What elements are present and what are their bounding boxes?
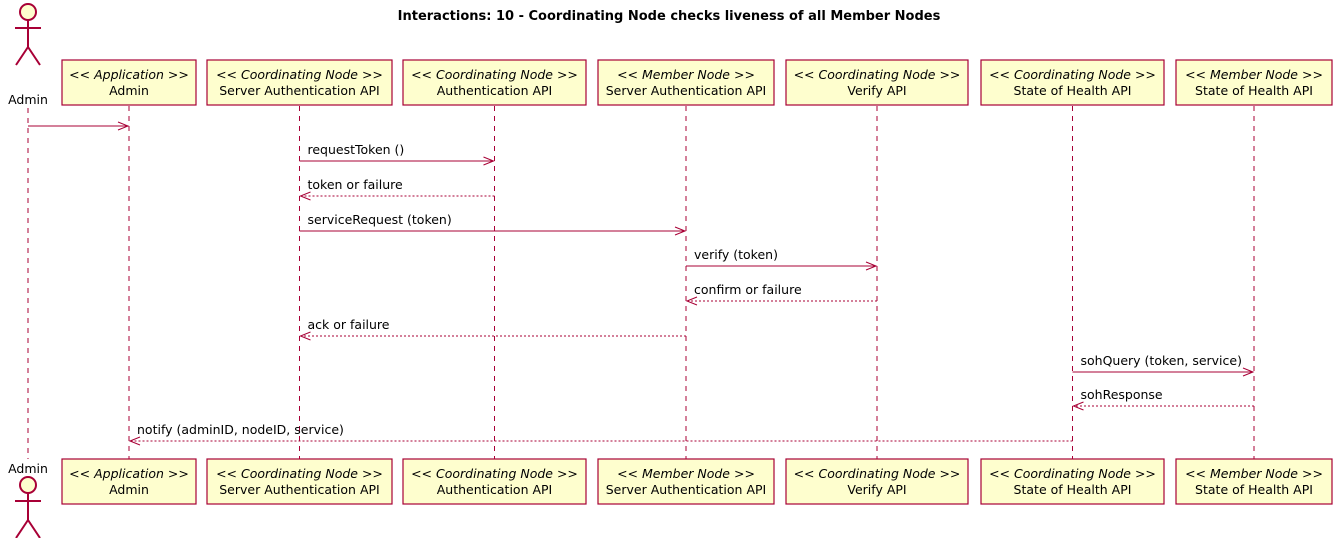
arrowhead-icon [685,296,698,306]
participant-box [597,458,775,505]
participant-bottom: << Coordinating Node >>Authentication AP… [402,458,587,505]
participant-box [402,458,587,505]
participant-stereotype: << Coordinating Node >> [989,466,1156,481]
participant-top: << Coordinating Node >>State of Health A… [980,59,1165,106]
actor-top: Admin [8,3,48,107]
message: token or failure [299,177,495,201]
actor-label: Admin [8,461,48,476]
participant-stereotype: << Coordinating Node >> [411,67,578,82]
participant-stereotype: << Coordinating Node >> [989,67,1156,82]
arrowhead-icon [865,261,878,271]
participant-stereotype: << Member Node >> [617,67,755,82]
participant-box [402,59,587,106]
participant-top: << Coordinating Node >>Server Authentica… [206,59,393,106]
participant-name: State of Health API [1195,83,1313,98]
diagram-title: Interactions: 10 - Coordinating Node che… [398,9,941,24]
arrowhead-icon [128,436,141,446]
arrowhead-icon [1072,401,1084,411]
participant-stereotype: << Coordinating Node >> [216,67,383,82]
participant-bottom: << Member Node >>State of Health API [1175,458,1333,505]
actor-bottom: Admin [8,461,48,538]
participant-box [785,458,969,505]
arrowhead-icon [299,191,311,201]
participant-box [206,458,393,505]
participant-name: Server Authentication API [606,83,766,98]
participant-box [206,59,393,106]
participant-top: << Member Node >>Server Authentication A… [597,59,775,106]
actor-head-icon [19,3,37,21]
message-label: token or failure [308,177,403,192]
participant-top: << Coordinating Node >>Authentication AP… [402,59,587,106]
actor-leg [27,46,41,66]
participant-name: Verify API [847,482,906,497]
participant-stereotype: << Coordinating Node >> [216,466,383,481]
message: sohResponse [1072,387,1254,411]
arrowhead-icon [483,156,495,166]
message-label: verify (token) [694,247,778,262]
participant-bottom: << Coordinating Node >>Server Authentica… [206,458,393,505]
message: notify (adminID, nodeID, service) [128,422,1073,446]
participant-box [61,59,197,106]
arrowhead-icon [299,331,311,341]
message [28,121,130,131]
message: serviceRequest (token) [299,212,687,236]
message: verify (token) [686,247,878,271]
participant-box [597,59,775,106]
participant-name: Authentication API [437,482,553,497]
actor-leg [27,519,41,538]
participant-top: << Coordinating Node >>Verify API [785,59,969,106]
participant-top: << Application >>Admin [61,59,197,106]
participant-name: Server Authentication API [219,482,379,497]
participant-box [1175,59,1333,106]
message: requestToken () [299,142,495,166]
participant-bottom: << Coordinating Node >>Verify API [785,458,969,505]
participant-name: Authentication API [437,83,553,98]
message: confirm or failure [685,282,877,306]
participant-stereotype: << Member Node >> [617,466,755,481]
participant-name: State of Health API [1195,482,1313,497]
participant-stereotype: << Application >> [69,466,189,481]
message-label: sohResponse [1081,387,1163,402]
participant-name: State of Health API [1014,482,1132,497]
message-label: notify (adminID, nodeID, service) [137,422,344,437]
participant-name: Admin [109,83,149,98]
actor-leg [15,46,29,66]
participant-stereotype: << Coordinating Node >> [794,466,961,481]
participant-name: State of Health API [1014,83,1132,98]
message-label: requestToken () [308,142,405,157]
participant-name: Server Authentication API [606,482,766,497]
participant-name: Server Authentication API [219,83,379,98]
participant-box [980,458,1165,505]
participant-bottom: << Coordinating Node >>State of Health A… [980,458,1165,505]
participant-box [1175,458,1333,505]
message-label: sohQuery (token, service) [1081,353,1242,368]
participant-name: Verify API [847,83,906,98]
participant-stereotype: << Member Node >> [1185,67,1323,82]
participant-bottom: << Application >>Admin [61,458,197,505]
message-label: serviceRequest (token) [308,212,452,227]
participant-stereotype: << Application >> [69,67,189,82]
participant-box [785,59,969,106]
message-label: confirm or failure [694,282,802,297]
participant-stereotype: << Coordinating Node >> [794,67,961,82]
arrowhead-icon [674,226,687,236]
participant-bottom: << Member Node >>Server Authentication A… [597,458,775,505]
message: sohQuery (token, service) [1072,353,1255,377]
actor-label: Admin [8,92,48,107]
arrowhead-icon [1242,367,1255,377]
participant-stereotype: << Coordinating Node >> [411,466,578,481]
participant-name: Admin [109,482,149,497]
actor-leg [15,519,29,538]
participant-box [61,458,197,505]
participant-top: << Member Node >>State of Health API [1175,59,1333,106]
participant-box [980,59,1165,106]
participant-stereotype: << Member Node >> [1185,466,1323,481]
arrowhead-icon [117,121,130,131]
message-label: ack or failure [308,317,390,332]
actor-head-icon [19,476,37,494]
message: ack or failure [299,317,686,341]
